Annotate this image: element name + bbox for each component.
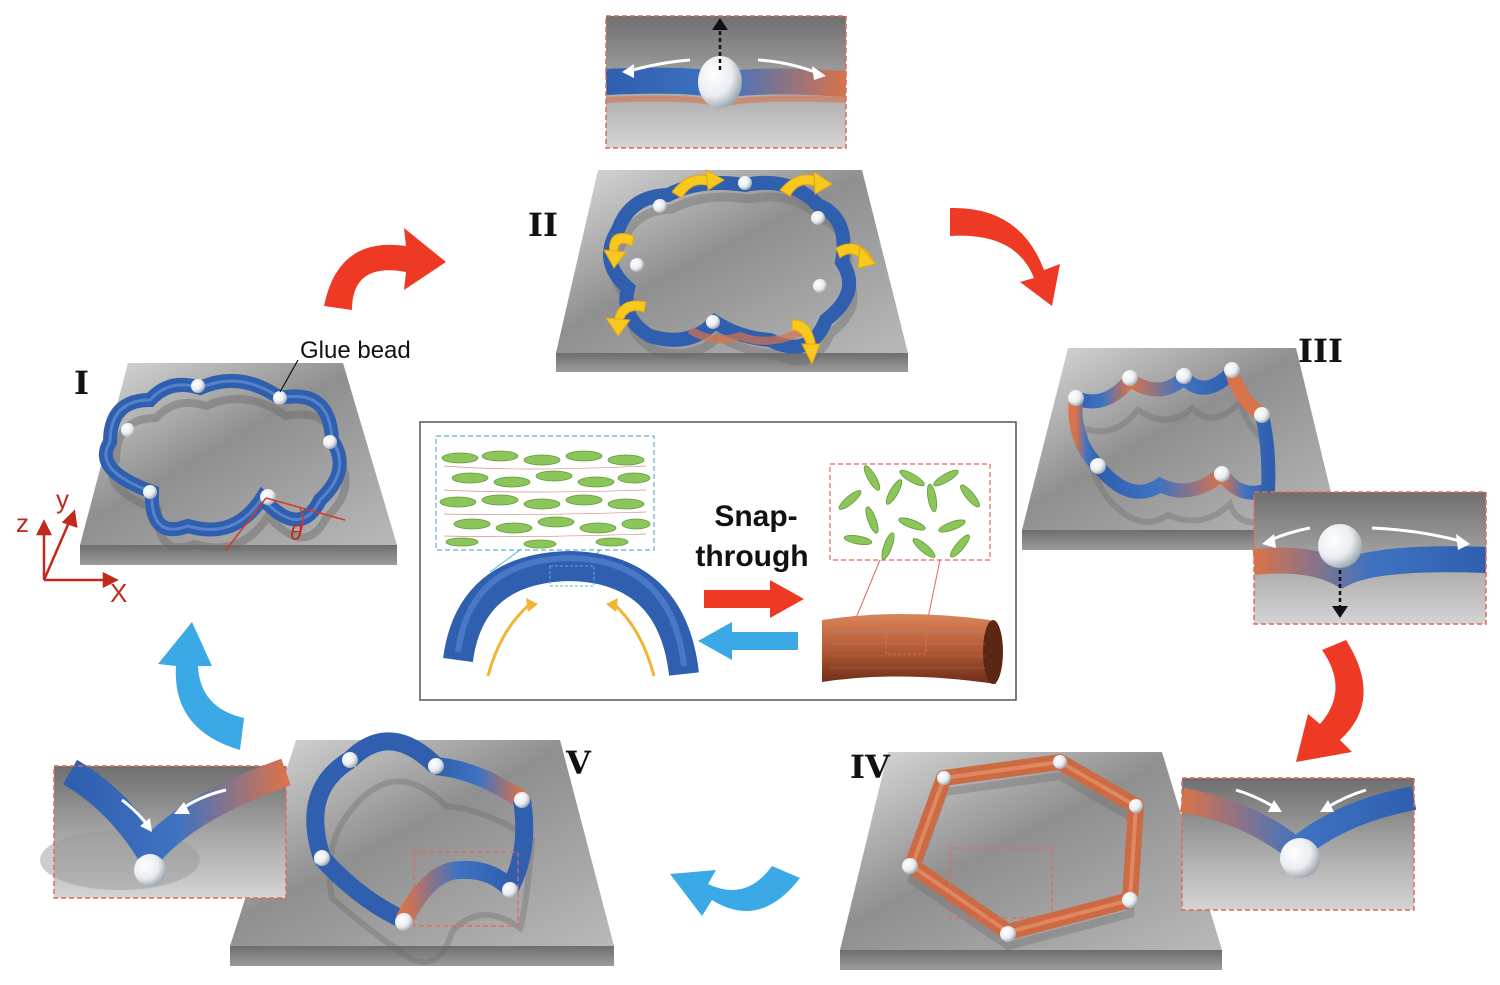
ring-stage-4 [902,754,1144,951]
aligned-mesogens [439,450,651,549]
plate-stage-5 [230,740,614,966]
stage-label-5: V [565,744,592,782]
curved-red-arrow-icon [950,207,1060,306]
forward-arrow-icon [704,580,804,618]
inset-stage-4-detail [1179,777,1417,911]
curved-blue-arrow-icon [670,866,800,916]
inset-stage-5-detail [40,758,291,899]
axis-label-z: z [16,508,29,538]
stage-label-2: II [528,206,558,244]
ring-stage-1 [98,373,350,552]
inset-stage-3-detail [1252,491,1487,625]
curved-red-arrow-icon [324,228,446,310]
straight-rod [822,614,1003,684]
snap-through-label-line-1: Snap- [714,500,797,533]
stage-label-4: IV [850,748,891,786]
stage-label-1: I [74,364,89,402]
glue-bead-label: Glue bead [300,337,411,364]
ring-stage-3 [1068,362,1280,526]
twist-arrow-icon [603,169,877,366]
inset-stage-2-detail [605,15,847,149]
axis-label-x: X [110,578,127,608]
arched-rod [443,550,699,677]
coordinate-axes [35,509,119,589]
axis-label-y: y [56,484,69,514]
curved-blue-arrow-icon [158,622,244,750]
disordered-mesogens [838,465,980,560]
theta-label: θ [290,520,302,545]
stage-label-3: III [1298,332,1343,370]
ring-stage-5 [306,732,536,965]
snap-through-label-line-2: through [695,540,808,573]
curved-red-arrow-icon [1296,640,1364,762]
ring-stage-2 [603,169,877,366]
reverse-arrow-icon [698,622,798,660]
center-mechanism-panel: Snap- through [419,421,1017,701]
